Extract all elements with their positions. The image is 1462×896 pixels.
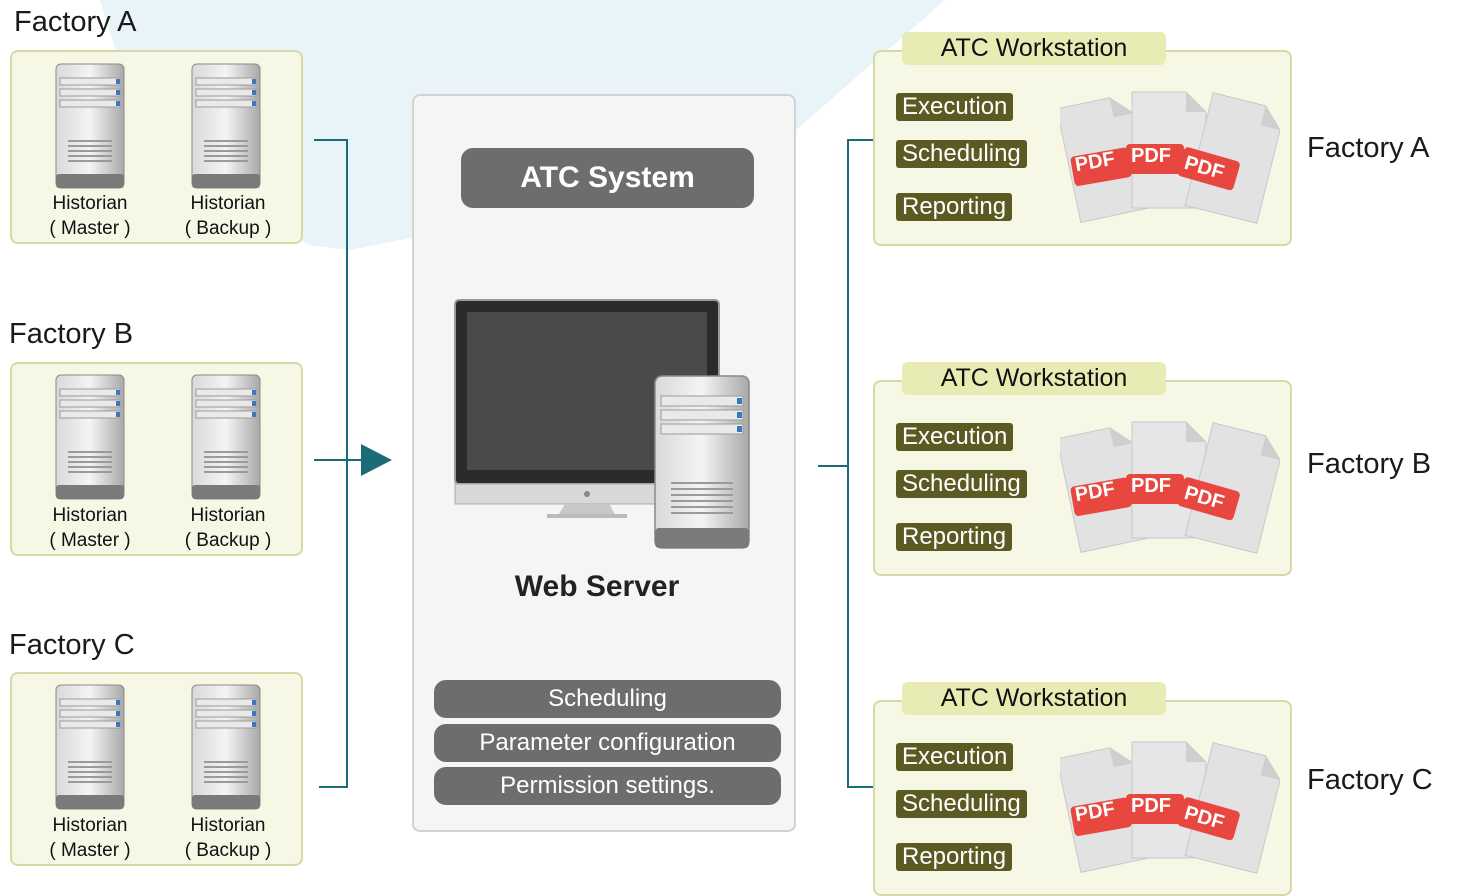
pdf-documents-icon bbox=[1060, 741, 1280, 874]
atc-system-title: ATC System bbox=[461, 148, 754, 208]
server-role: Historian bbox=[190, 815, 266, 836]
pdf-label: PDF bbox=[1131, 145, 1171, 167]
historian-master-label: Historian ( Master ) bbox=[30, 503, 150, 553]
tag-reporting: Reporting bbox=[896, 523, 1013, 551]
tag-scheduling: Scheduling bbox=[896, 140, 1027, 168]
historian-backup-label: Historian ( Backup ) bbox=[168, 813, 288, 863]
server-type: ( Master ) bbox=[49, 530, 131, 551]
tag-execution: Execution bbox=[896, 423, 1014, 451]
factory-b-label: Factory B bbox=[1307, 448, 1432, 480]
tag-reporting: Reporting bbox=[896, 193, 1013, 221]
server-role: Historian bbox=[52, 505, 128, 526]
tag-scheduling: Scheduling bbox=[896, 470, 1027, 498]
workstation-title: ATC Workstation bbox=[902, 362, 1166, 395]
workstation-title: ATC Workstation bbox=[902, 682, 1166, 715]
server-icon bbox=[191, 63, 261, 189]
factory-a-label: Factory A bbox=[14, 6, 137, 38]
function-permission-settings: Permission settings. bbox=[434, 767, 781, 805]
server-role: Historian bbox=[190, 505, 266, 526]
server-role: Historian bbox=[52, 815, 128, 836]
factory-c-label: Factory C bbox=[9, 629, 135, 661]
server-type: ( Backup ) bbox=[184, 530, 272, 551]
server-role: Historian bbox=[52, 193, 128, 214]
historian-backup-label: Historian ( Backup ) bbox=[168, 191, 288, 241]
tag-execution: Execution bbox=[896, 743, 1014, 771]
server-type: ( Master ) bbox=[49, 840, 131, 861]
server-type: ( Backup ) bbox=[184, 840, 272, 861]
server-icon bbox=[55, 374, 125, 500]
tag-execution: Execution bbox=[896, 93, 1014, 121]
web-server-label: Web Server bbox=[514, 570, 680, 603]
function-scheduling: Scheduling bbox=[434, 680, 781, 718]
server-icon bbox=[191, 684, 261, 810]
historian-backup-label: Historian ( Backup ) bbox=[168, 503, 288, 553]
tag-scheduling: Scheduling bbox=[896, 790, 1027, 818]
workstation-title: ATC Workstation bbox=[902, 32, 1166, 65]
pdf-label: PDF bbox=[1131, 475, 1171, 497]
factory-c-label: Factory C bbox=[1307, 764, 1433, 796]
function-parameter-configuration: Parameter configuration bbox=[434, 724, 781, 762]
factory-b-label: Factory B bbox=[9, 318, 134, 350]
historian-master-label: Historian ( Master ) bbox=[30, 813, 150, 863]
server-type: ( Backup ) bbox=[184, 218, 272, 239]
server-icon bbox=[191, 374, 261, 500]
server-role: Historian bbox=[190, 193, 266, 214]
server-icon bbox=[55, 684, 125, 810]
pdf-documents-icon bbox=[1060, 91, 1280, 224]
server-icon bbox=[55, 63, 125, 189]
pdf-documents-icon bbox=[1060, 421, 1280, 554]
server-icon bbox=[654, 375, 750, 549]
pdf-label: PDF bbox=[1131, 795, 1171, 817]
factory-a-label: Factory A bbox=[1307, 132, 1430, 164]
server-type: ( Master ) bbox=[49, 218, 131, 239]
web-server-illustration bbox=[454, 299, 750, 549]
historian-master-label: Historian ( Master ) bbox=[30, 191, 150, 241]
tag-reporting: Reporting bbox=[896, 843, 1013, 871]
